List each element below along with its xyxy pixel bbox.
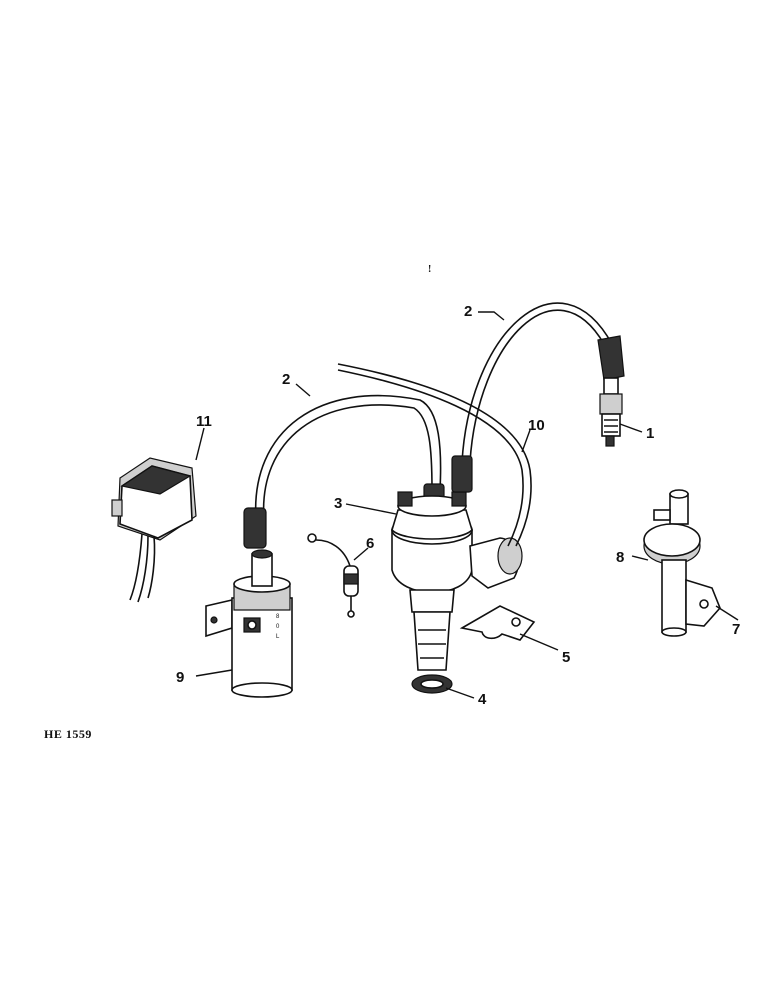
callout-4: 4 xyxy=(478,691,487,708)
vacuum-line xyxy=(337,363,532,547)
svg-text:0: 0 xyxy=(276,624,280,630)
callout-6: 6 xyxy=(366,535,374,552)
callout-3: 3 xyxy=(334,495,342,512)
voltage-regulator xyxy=(111,457,197,603)
distributor-clamp xyxy=(459,605,536,641)
callout-labels: 1 2 2 3 4 5 6 7 8 9 10 11 xyxy=(176,303,740,708)
callout-2-spark-plug-wire: 2 xyxy=(464,303,472,320)
callout-2-coil-wire: 2 xyxy=(282,371,290,388)
vacuum-unit xyxy=(643,489,701,637)
distributor-seal xyxy=(411,674,453,694)
stray-mark: ! xyxy=(428,264,432,275)
spark-plug-wire xyxy=(451,302,625,493)
callout-11: 11 xyxy=(196,413,212,430)
ignition-coil: 8 0 L xyxy=(205,549,293,698)
mounting-bracket xyxy=(685,578,721,627)
callout-5: 5 xyxy=(562,649,570,666)
callout-1: 1 xyxy=(646,425,654,442)
callout-9: 9 xyxy=(176,669,184,686)
svg-text:L: L xyxy=(276,634,280,640)
callout-10: 10 xyxy=(528,417,545,434)
figure-reference: HE 1559 xyxy=(44,727,92,741)
callout-8: 8 xyxy=(616,549,624,566)
callout-7: 7 xyxy=(732,621,740,638)
condenser xyxy=(307,533,359,618)
leader-lines xyxy=(195,311,739,699)
spark-plug xyxy=(599,377,623,447)
distributor xyxy=(391,491,523,671)
svg-text:8: 8 xyxy=(276,614,280,620)
